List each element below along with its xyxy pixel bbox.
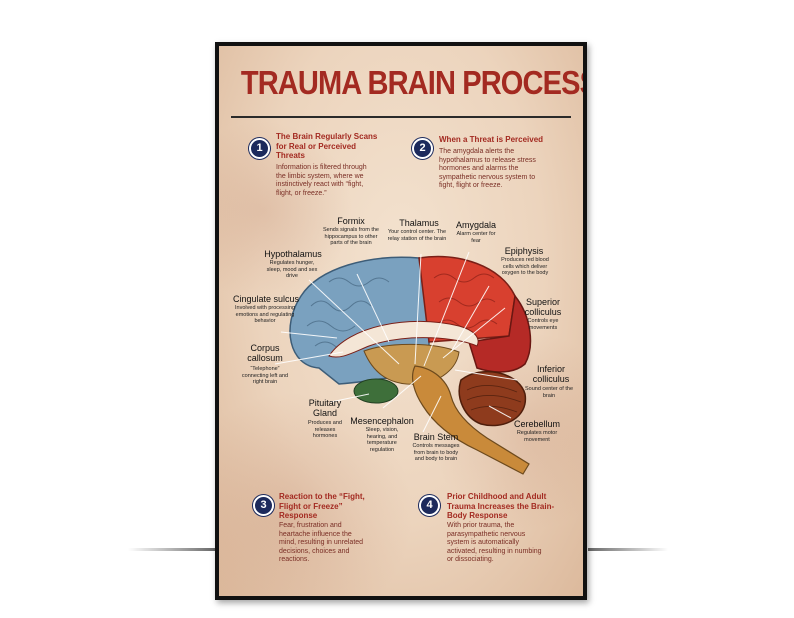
cerebellum-shape [458, 370, 527, 427]
shadow-right [588, 548, 668, 551]
section-4-title: Prior Childhood and Adult Trauma Increas… [447, 492, 555, 520]
brain-diagram [274, 251, 532, 475]
pituitary-shape [353, 378, 399, 404]
leader-lines [274, 251, 518, 433]
desc-inferior-colliculus: Sound center of the brain [525, 386, 574, 399]
desc-fornix: Sends signals from the hippocampus to ot… [323, 227, 379, 246]
section-3-body: Fear, frustration and heartache influenc… [279, 522, 364, 563]
section-4-badge: 4 [419, 495, 440, 516]
corpus-callosum-shape [328, 320, 479, 358]
section-1-badge: 1 [249, 138, 270, 159]
desc-superior-colliculus: Controls eye movements [527, 318, 559, 331]
desc-brain-stem: Controls messages from brain to body and… [412, 443, 460, 462]
label-superior-colliculus: Superior colliculus [524, 297, 562, 317]
label-fornix: Formix [337, 216, 365, 226]
desc-corpus-callosum: “Telephone” connecting left and right br… [241, 366, 289, 385]
label-brain-stem: Brain Stem [413, 432, 459, 442]
brain-stem-shape [411, 365, 530, 475]
desc-epiphysis: Produces red blood cells which deliver o… [501, 257, 549, 276]
section-1-title: The Brain Regularly Scans for Real or Pe… [276, 132, 378, 160]
label-cerebellum: Cerebellum [513, 419, 561, 429]
shadow-left [128, 548, 216, 551]
desc-cerebellum: Regulates motor movement [516, 430, 558, 443]
section-3-badge: 3 [253, 495, 274, 516]
label-corpus-callosum: Corpus callosum [247, 343, 283, 363]
desc-amygdala: Alarm center for fear [456, 231, 496, 244]
label-thalamus: Thalamus [399, 218, 439, 228]
label-amygdala: Amygdala [455, 220, 497, 230]
desc-thalamus: Your control center. The relay station o… [387, 229, 447, 242]
section-1-body: Information is filtered through the limb… [276, 164, 367, 197]
section-2-title: When a Threat is Perceived [439, 135, 544, 144]
poster: TRAUMA BRAIN PROCESSING 1 The Brain Regu… [219, 46, 583, 596]
desc-cingulate-sulcus: Involved with processing emotions and re… [235, 305, 295, 324]
section-3-title: Reaction to the “Fight, Flight or Freeze… [279, 492, 365, 520]
label-hypothalamus: Hypothalamus [264, 249, 322, 259]
desc-pituitary-gland: Produces and releases hormones [308, 420, 342, 439]
label-epiphysis: Epiphysis [504, 246, 544, 256]
title-rule [231, 116, 571, 118]
desc-hypothalamus: Regulates hunger, sleep, mood and sex dr… [266, 260, 318, 279]
desc-mesencephalon: Sleep, vision, hearing, and temperature … [365, 427, 399, 453]
label-inferior-colliculus: Inferior colliculus [532, 364, 570, 384]
brain-occipital-lobe [468, 294, 532, 373]
poster-frame: TRAUMA BRAIN PROCESSING 1 The Brain Regu… [215, 42, 587, 600]
label-mesencephalon: Mesencephalon [350, 416, 414, 426]
label-pituitary-gland: Pituitary Gland [308, 398, 342, 418]
section-4-body: With prior trauma, the parasympathetic n… [447, 522, 542, 563]
poster-title: TRAUMA BRAIN PROCESSING [240, 64, 583, 101]
section-2-body: The amygdala alerts the hypothalamus to … [439, 148, 536, 189]
section-2-badge: 2 [412, 138, 433, 159]
label-cingulate-sulcus: Cingulate sulcus [232, 294, 300, 304]
